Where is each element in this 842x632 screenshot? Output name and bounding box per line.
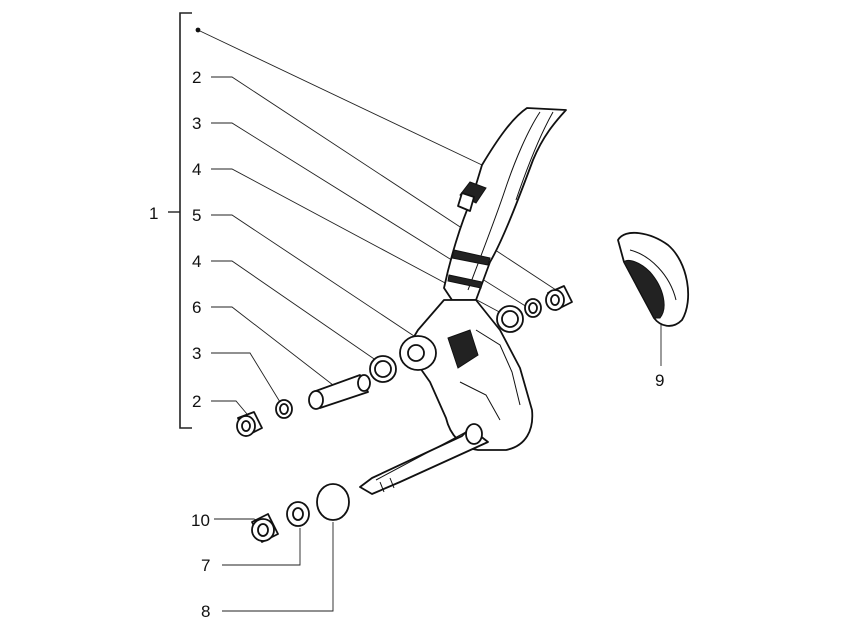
nut [251, 513, 279, 543]
callout-2-top: 2 [192, 68, 201, 87]
washer-left [369, 355, 397, 383]
washer-right [496, 305, 524, 333]
o-ring-8 [316, 483, 350, 521]
callout-5: 5 [192, 206, 201, 225]
ring-right [524, 298, 542, 318]
callout-4-top: 4 [192, 160, 201, 179]
pedal-rubber-pad [617, 231, 689, 327]
washer-7 [286, 501, 310, 527]
bushing-left [236, 411, 263, 437]
ring-left [275, 399, 293, 419]
leader-lines [199, 30, 662, 612]
pivot-pin [308, 374, 371, 410]
callout-6: 6 [192, 298, 201, 317]
callout-8: 8 [201, 602, 210, 621]
callout-9: 9 [655, 371, 664, 390]
brake-pedal-lever [359, 107, 567, 495]
callout-1: 1 [149, 204, 158, 223]
group-bracket-1 [168, 12, 192, 429]
callout-4-bottom: 4 [192, 252, 201, 271]
callout-3-bottom: 3 [192, 344, 201, 363]
callout-3-top: 3 [192, 114, 201, 133]
bushing-right [545, 285, 573, 311]
callout-10: 10 [191, 511, 210, 530]
callout-dot [195, 27, 201, 33]
callout-7: 7 [201, 556, 210, 575]
callout-2-bottom: 2 [192, 392, 201, 411]
